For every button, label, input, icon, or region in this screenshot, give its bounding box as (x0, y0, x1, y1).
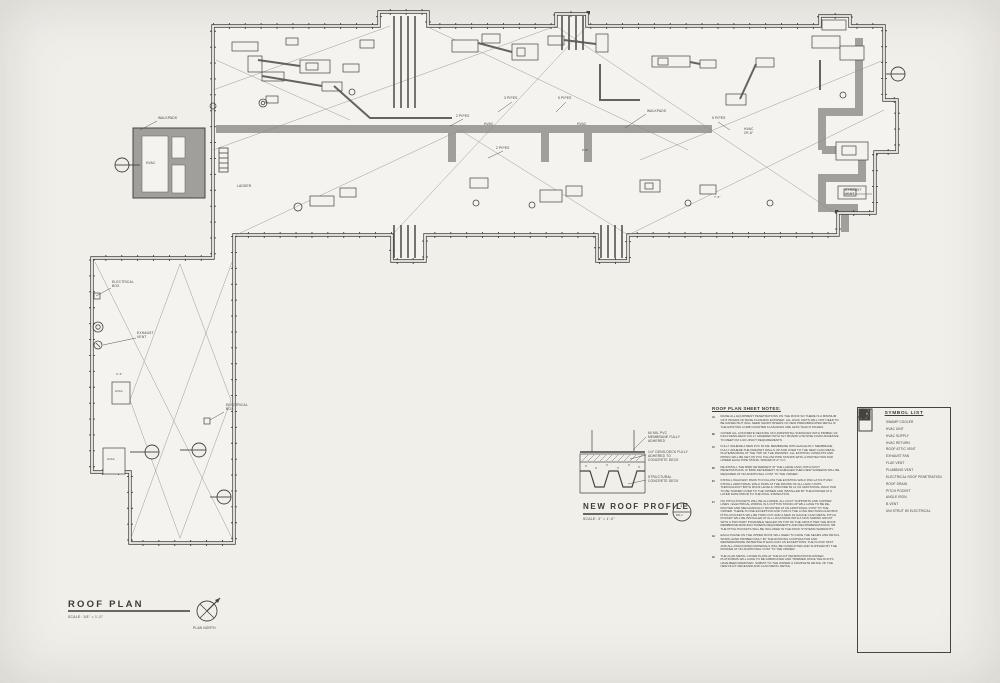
new-roof-profile-detail (579, 430, 692, 522)
plan-north-label: PLAN NORTH (193, 626, 216, 630)
profile-bubble-number: 1 (680, 503, 683, 508)
roof-plan-title: ROOF PLAN (68, 599, 144, 610)
symbol-row: HVAC SUPPLY (858, 408, 946, 439)
symbol-row: HVAC RETURN (858, 408, 946, 446)
hvac-label-wing2: HVAC (107, 458, 115, 461)
dim-7-6: 7'-6" (714, 195, 721, 199)
symbol-list: SYMBOL LIST SWAMP COOLER HVAC UNIT HVAC … (857, 407, 951, 653)
hvac-label-penthouse: HVAC (146, 161, 156, 165)
sheet-note: B/COVER ALL CONCRETE DECKING ON HORIZONT… (712, 430, 839, 442)
exhaust-vent-label-wing: EXHAUST VENT (137, 331, 154, 339)
dim-8-8: 8'-8" (582, 148, 589, 152)
symbol-row: UNI STRUT W/ ELECTRICAL (858, 408, 946, 514)
symbol-list-title: SYMBOL LIST (884, 411, 924, 416)
hvac-label-room2: HVAC (577, 122, 587, 126)
hvac-equipment-units (93, 19, 869, 475)
symbol-row: PITCH POCKET (858, 408, 946, 494)
hvac-label-room1: HVAC (484, 122, 494, 126)
detail-bubbles (114, 66, 906, 505)
walkpad-paths (216, 38, 866, 232)
title-block-graphics (68, 597, 221, 622)
exhaust-vent-label-right: EXHAUST VENT (845, 188, 862, 196)
symbol-row: ANGLE IRON (858, 409, 946, 500)
sheet-note: E/INSTALL WALKWAY PADS TO FOLLOW THE EXI… (712, 478, 837, 497)
walkpads-label-left: WALKPADS (158, 116, 178, 120)
profile-callout-structure: STRUCTURAL CONCRETE DECK (648, 475, 679, 483)
pipe-bundles (393, 16, 623, 258)
penthouse-roof (132, 127, 206, 199)
ladder-symbol (218, 147, 229, 173)
duct-runs (257, 39, 821, 119)
symbol-row: EXHAUST FAN (858, 408, 946, 459)
pipes-2-label-b: 2 PIPES (496, 146, 510, 150)
dim-3-4: 3'-4" (116, 372, 123, 376)
symbol-row: ELECTRICAL ROOF PENETRATION (859, 409, 946, 480)
sheet-note: G/EACH PHASE ON THE UPPER ROOF WILL NEED… (712, 533, 840, 552)
sheet-note: A/RAISE ALL EQUIPMENT PENETRATIONS ON TH… (712, 414, 839, 429)
symbol-row: B-VENT (858, 408, 946, 507)
profile-callout-membrane: 60 MIL PVC MEMBRANE FULLY ADHERED (648, 431, 681, 443)
pipes-5-label-b: 5 PIPES (712, 116, 726, 120)
sheet-note: F/NO PITCH POCKETS WILL BE ALLOWED. ALL … (712, 498, 838, 531)
roof-plan-scale: SCALE: 1/8" = 1'-0" (68, 615, 104, 619)
ladder-label: LADDER (237, 184, 252, 188)
pipes-2-label-a: 2 PIPES (456, 114, 470, 118)
profile-scale: SCALE: 3" = 1'-0" (583, 517, 615, 521)
sheet-notes-block: ROOF PLAN SHEET NOTES: A/RAISE ALL EQUIP… (712, 406, 840, 572)
sheet-note: D/RE-INSTALL THE BIRD DETERRENT AT THE L… (712, 464, 840, 476)
label-leaders (95, 101, 872, 421)
symbol-row: PLUMBING VENT (858, 408, 946, 473)
walkpads-label-right: WALKPADS (647, 109, 667, 113)
electrical-box-label-1: ELECTRICAL BOX (112, 280, 134, 288)
pipes-3-label: 3 PIPES (504, 96, 518, 100)
profile-callout-densdeck: 1/4" DENS-DECK FULLY ADHERED TO CONCRETE… (648, 450, 689, 462)
electrical-box-label-2: ELECTRICAL BOX (226, 403, 248, 411)
hvac-label-wing1: HVAC (115, 390, 123, 393)
symbol-row: ROOF DRAIN (858, 408, 946, 487)
north-arrow (196, 597, 221, 622)
roof-vents-and-drains (92, 88, 847, 350)
profile-title: NEW ROOF PROFILE (583, 502, 690, 511)
profile-bubble-sheet: RD-1 (676, 513, 683, 517)
sheet-note: C/FULLY ADHERE A NEW PVC 60 MIL MEMBRANE… (712, 444, 836, 463)
roof-parapet-outline (89, 9, 900, 546)
roof-outline-fill (92, 12, 897, 543)
symbol-row: ROOF ATTIC VENT (858, 408, 946, 452)
sheet-notes-title: ROOF PLAN SHEET NOTES: (712, 406, 781, 411)
hvac-29-label: HVAC 29'-6" (744, 127, 754, 135)
pipes-5-label-a: 5 PIPES (558, 96, 572, 100)
symbol-row: HVAC UNIT (858, 408, 946, 432)
sheet-note: H/THE CLAD METAL COVER PLATE AT THE DUCT… (712, 553, 834, 569)
symbol-row: FLUE VENT (858, 408, 946, 466)
